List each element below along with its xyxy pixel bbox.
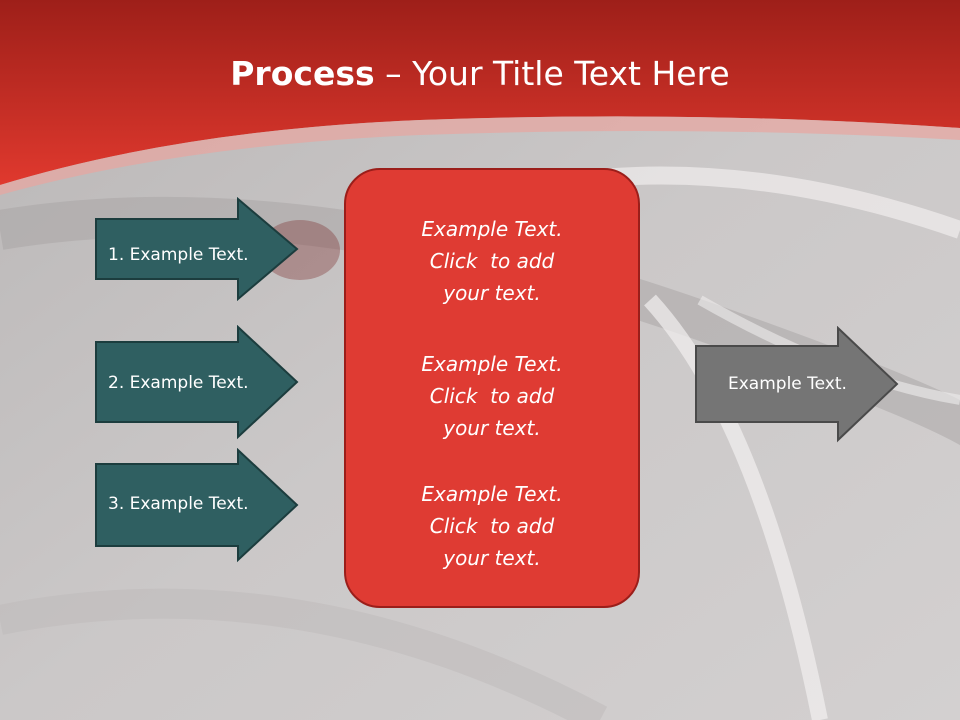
step-arrow-2: 2. Example Text. (94, 325, 300, 440)
title-bold: Process (230, 54, 375, 93)
block-line: your text. (443, 546, 541, 570)
arrow-shape (95, 448, 299, 563)
step-label: 1. Example Text. (108, 245, 249, 265)
title-dash: – (374, 54, 413, 93)
step-label: 2. Example Text. (108, 373, 249, 393)
text-block-1: Example Text. Click to add your text. (346, 213, 638, 309)
block-line: your text. (443, 416, 541, 440)
text-block-3: Example Text. Click to add your text. (346, 478, 638, 574)
step-label: 3. Example Text. (108, 494, 249, 514)
block-line: Click to add (429, 514, 555, 538)
block-line: Example Text. (421, 352, 563, 376)
block-line: your text. (443, 281, 541, 305)
arrow-shape (95, 325, 299, 440)
block-line: Example Text. (421, 217, 563, 241)
step-arrow-3: 3. Example Text. (94, 448, 300, 564)
slide-title: Process – Your Title Text Here (0, 52, 960, 96)
arrow-shape (695, 326, 899, 443)
step-arrow-1: 1. Example Text. (94, 197, 300, 301)
title-rest: Your Title Text Here (412, 54, 730, 93)
output-arrow: Example Text. (694, 326, 900, 444)
center-text-box: Example Text. Click to add your text. Ex… (344, 168, 640, 608)
output-label: Example Text. (728, 374, 847, 394)
block-line: Click to add (429, 384, 555, 408)
block-line: Example Text. (421, 482, 563, 506)
arrow-shape (95, 197, 299, 301)
block-line: Click to add (429, 249, 555, 273)
text-block-2: Example Text. Click to add your text. (346, 348, 638, 444)
